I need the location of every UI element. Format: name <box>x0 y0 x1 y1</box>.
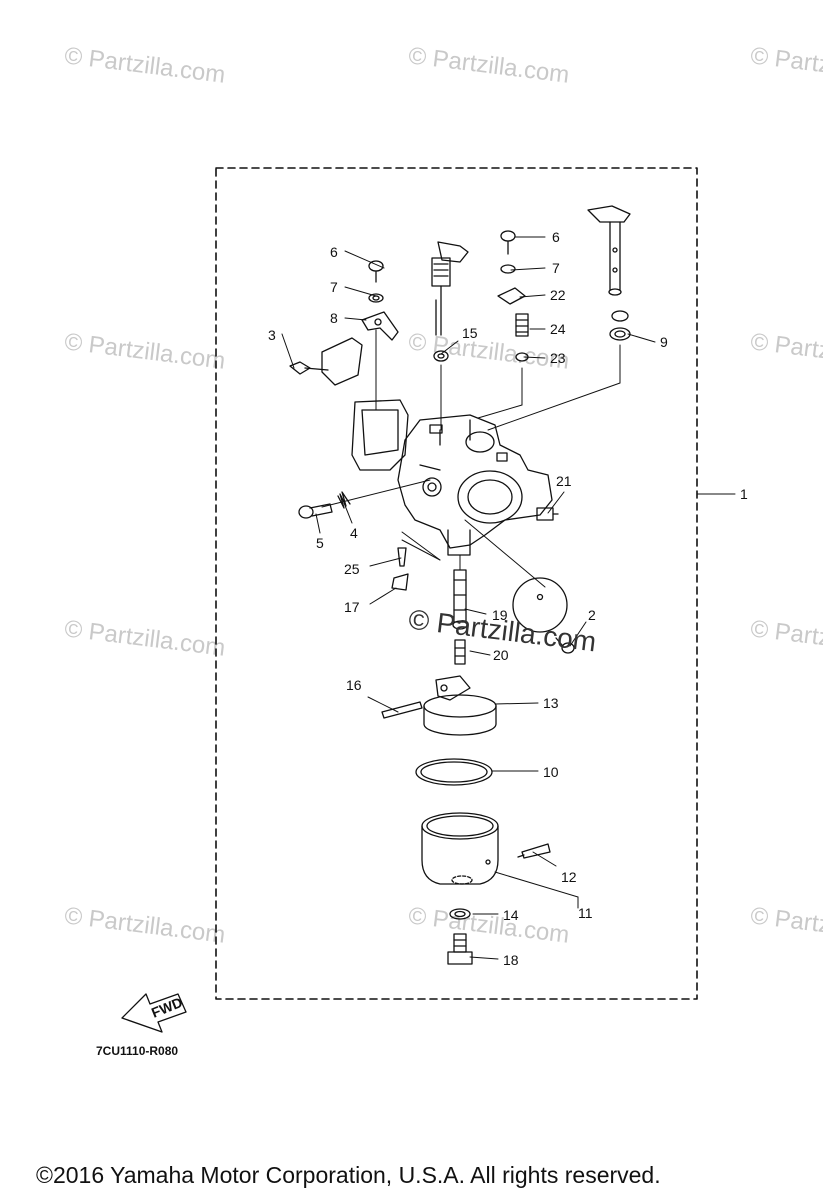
part-17-clip <box>391 573 409 591</box>
callout-numbers: 1 6 7 8 3 6 7 22 24 23 9 15 5 4 21 25 17… <box>268 229 748 968</box>
callout-10: 10 <box>543 764 559 780</box>
callout-23: 23 <box>550 350 566 366</box>
callout-11: 11 <box>578 905 593 921</box>
assembly-boundary <box>215 167 698 1000</box>
part-13-float <box>423 675 497 736</box>
callout-12: 12 <box>561 869 577 885</box>
part-2-cap <box>512 577 568 633</box>
callout-6: 6 <box>552 229 560 245</box>
fwd-label: FWD <box>149 994 185 1021</box>
part-18-drain-bolt <box>447 933 473 965</box>
part-19-nozzle <box>452 569 468 630</box>
throttle-shaft <box>587 205 631 296</box>
callout-4: 4 <box>350 525 358 541</box>
carburetor-body <box>351 399 553 556</box>
part-10-gasket <box>415 758 493 786</box>
choke-lever <box>431 241 469 336</box>
part-14-washer <box>449 908 471 920</box>
part-8-bracket <box>361 311 399 341</box>
part-22-clip <box>497 287 526 305</box>
callout-2: 2 <box>588 607 596 623</box>
callout-17: 17 <box>344 599 360 615</box>
part-15 <box>433 350 449 362</box>
callout-19: 19 <box>492 607 508 623</box>
part-2-screw <box>555 637 575 654</box>
part-11-float-bowl <box>421 812 499 885</box>
diagram-code: 7CU1110-R080 <box>96 1044 179 1058</box>
part-20-main-jet <box>454 639 466 665</box>
fwd-arrow <box>121 993 187 1033</box>
callout-1: 1 <box>740 486 748 502</box>
assembly-lines <box>321 329 621 588</box>
part-16-pin <box>381 701 423 719</box>
callout-13: 13 <box>543 695 559 711</box>
callout-20: 20 <box>493 647 509 663</box>
callout-18: 18 <box>503 952 519 968</box>
callout-9: 9 <box>660 334 668 350</box>
callout-24: 24 <box>550 321 566 337</box>
callout-14: 14 <box>503 907 519 923</box>
callout-8: 8 <box>330 310 338 326</box>
part-23-o-ring <box>515 352 529 362</box>
callout-21: 21 <box>556 473 572 489</box>
part-24-pilot-screw <box>515 313 529 337</box>
callout-15: 15 <box>462 325 478 341</box>
copyright-notice: ©2016 Yamaha Motor Corporation, U.S.A. A… <box>36 1162 661 1188</box>
callout-3: 3 <box>268 327 276 343</box>
part-3-screw-plate <box>289 337 363 386</box>
part-6-7-left <box>368 260 384 303</box>
callout-16: 16 <box>346 677 362 693</box>
callout-5: 5 <box>316 535 324 551</box>
part-21-screw <box>536 507 559 521</box>
part-5-screw <box>298 503 333 519</box>
callout-7: 7 <box>330 279 338 295</box>
part-6-7-right <box>500 230 516 274</box>
callout-7: 7 <box>552 260 560 276</box>
part-12-screw <box>517 843 551 859</box>
callout-6: 6 <box>330 244 338 260</box>
callout-22: 22 <box>550 287 566 303</box>
callout-25: 25 <box>344 561 360 577</box>
part-25-needle <box>397 547 407 567</box>
part-9-seal <box>609 310 631 341</box>
part-4-spring <box>337 491 351 509</box>
